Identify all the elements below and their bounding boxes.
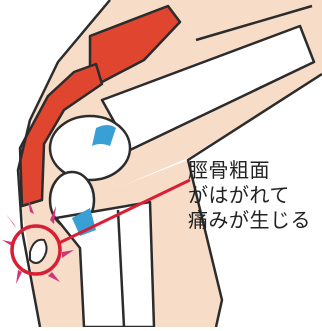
callout-line-2: がはがれて	[188, 183, 322, 208]
callout-line-1: 脛骨粗面	[188, 158, 322, 183]
femur-condyle	[50, 116, 130, 180]
callout-line-3: 痛みが生じる	[188, 208, 322, 233]
callout-label: 脛骨粗面 がはがれて 痛みが生じる	[188, 158, 322, 233]
